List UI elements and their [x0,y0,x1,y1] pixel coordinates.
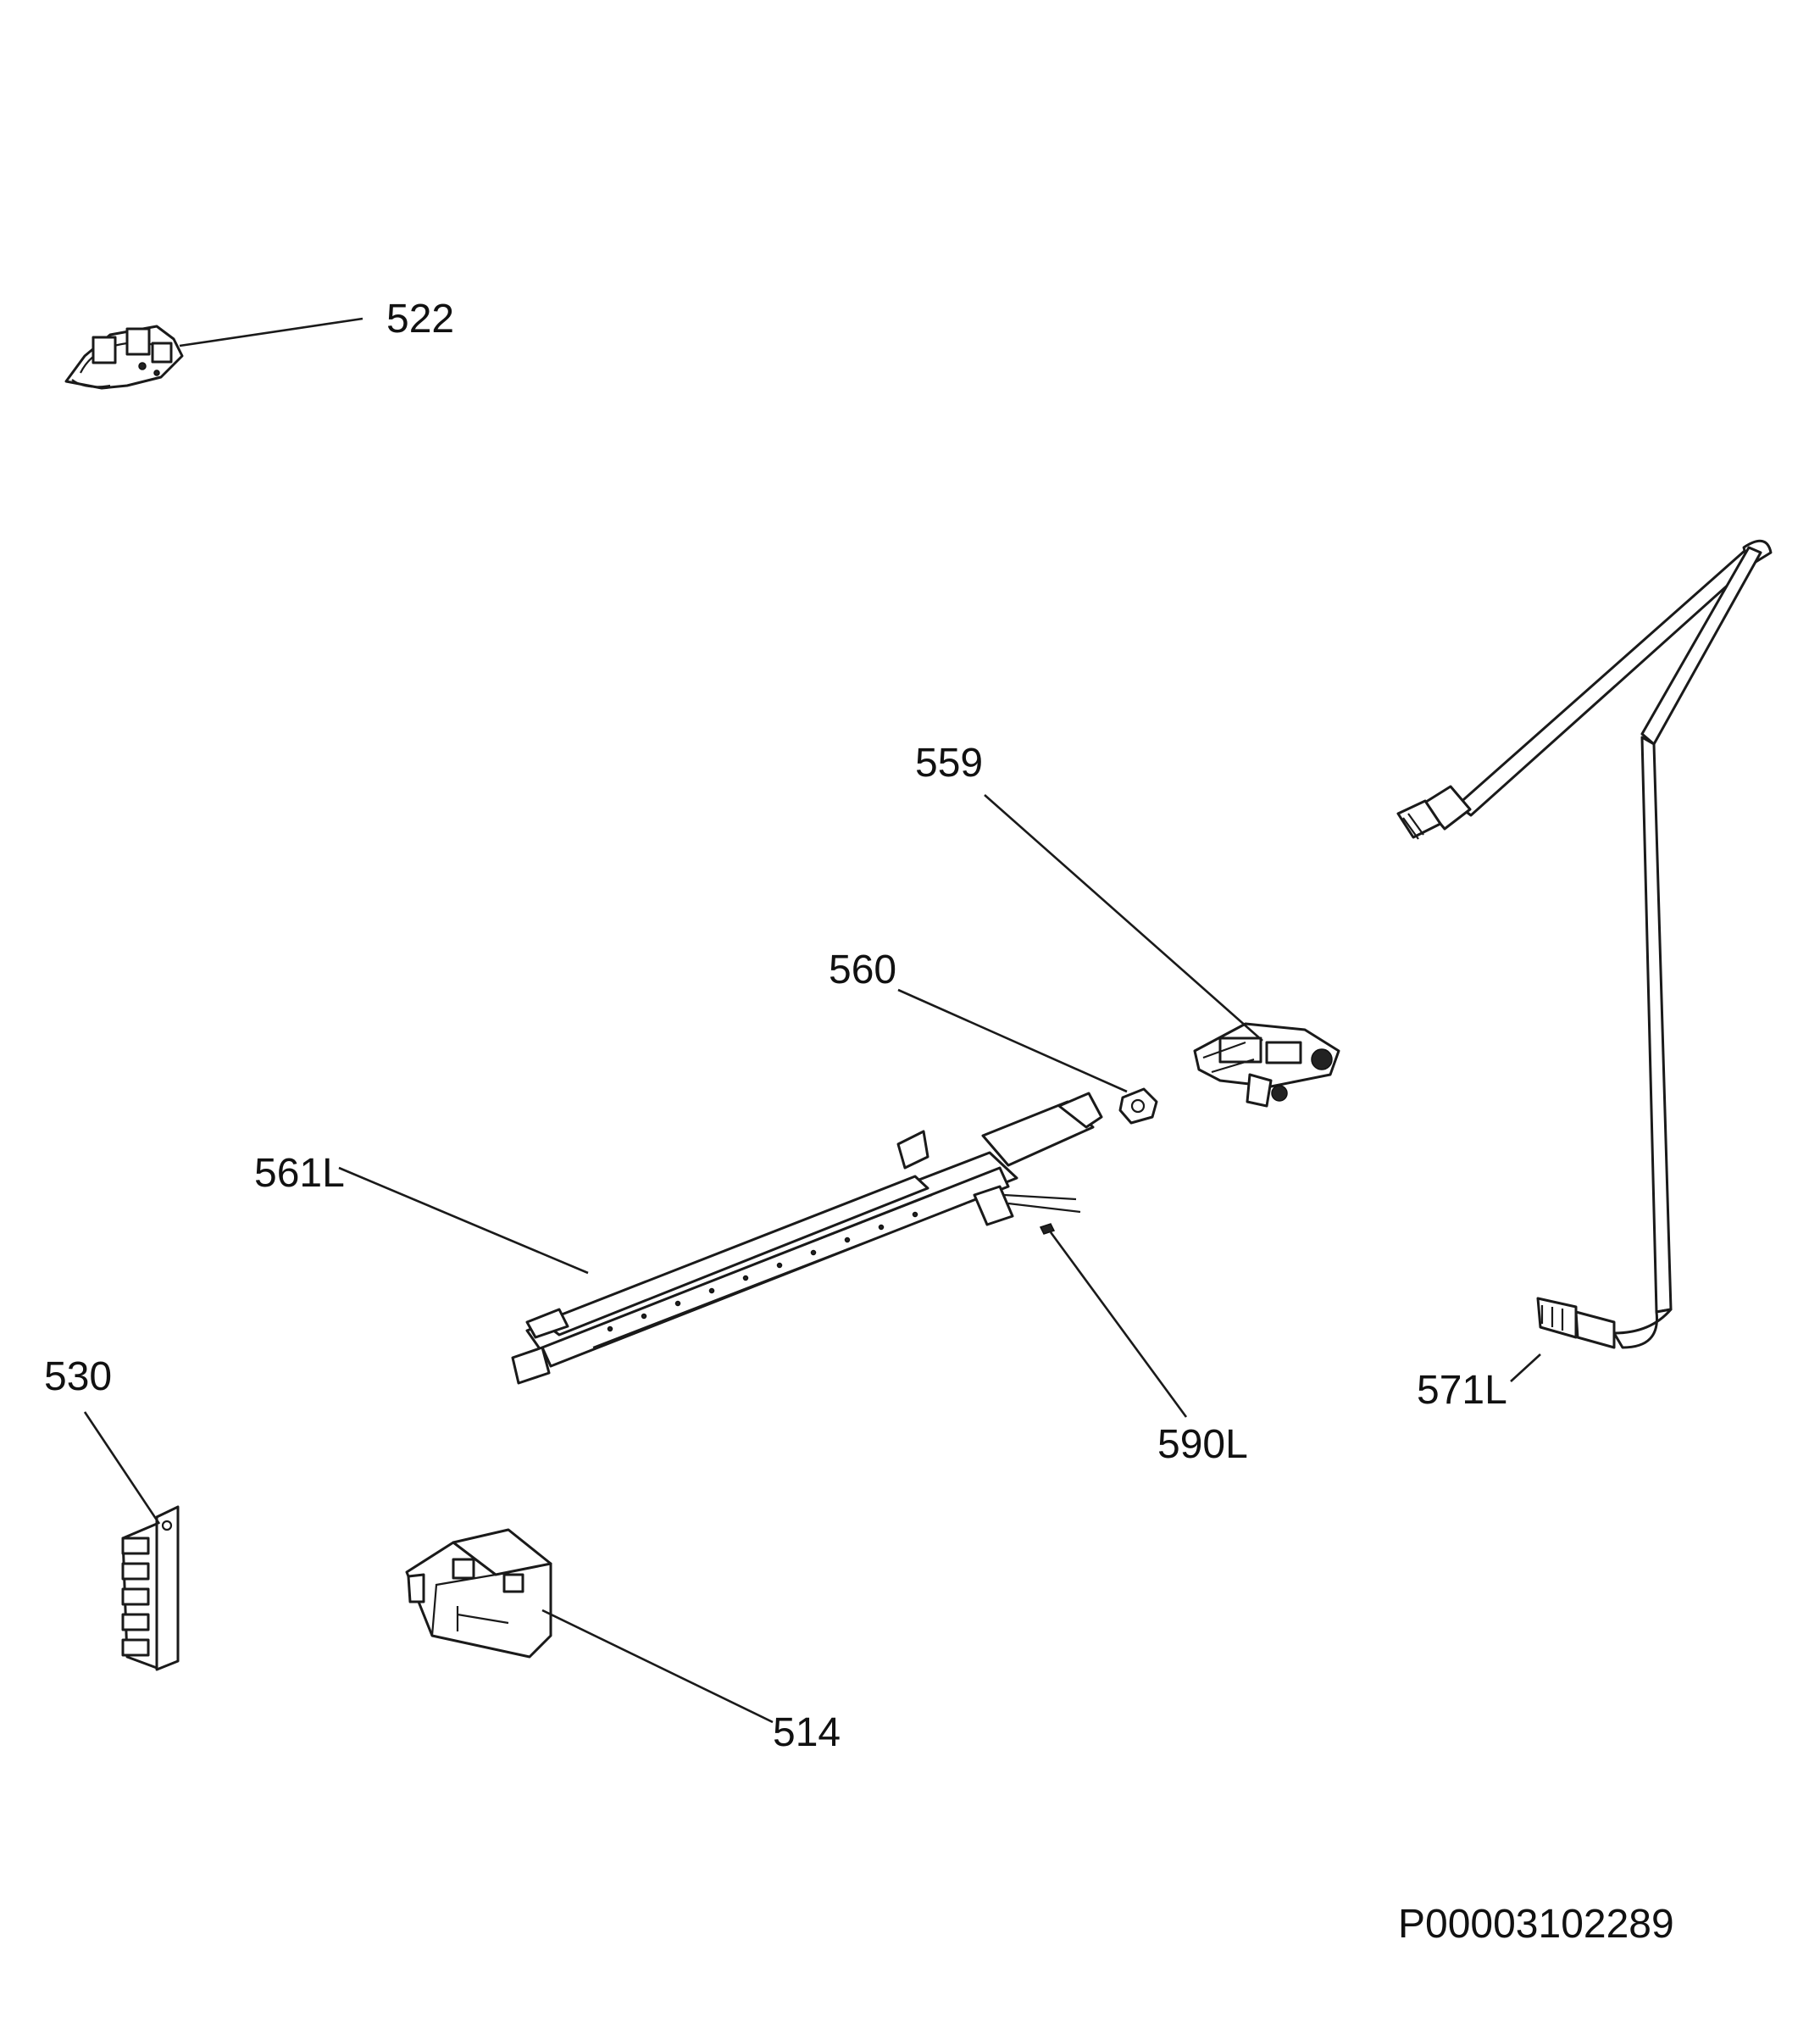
part-561L-burner [511,1092,1103,1385]
part-571L-gas-tube [1396,539,1773,1349]
burner-port-dots [607,1211,918,1332]
leader-561L [338,1166,589,1275]
leader-514 [541,1609,774,1724]
leader-560 [897,988,1128,1093]
part-560-nozzle [1118,1087,1158,1125]
part-590L-screw [1039,1223,1056,1235]
callout-571L: 571L [1417,1368,1507,1413]
document-id: P00003102289 [1398,1902,1674,1947]
callout-514: 514 [773,1710,841,1755]
callout-522: 522 [386,297,454,342]
leader-590L [1049,1231,1188,1418]
part-522-clip [64,325,184,390]
part-559-valve-holder [1193,1022,1340,1108]
leader-559 [984,794,1263,1042]
leader-530 [83,1411,161,1525]
callout-559: 559 [915,741,983,786]
callout-530: 530 [44,1354,112,1399]
callout-561L: 561L [254,1151,345,1196]
leader-522 [179,317,363,347]
callout-560: 560 [829,948,896,992]
part-514-module-housing [405,1528,552,1659]
part-530-terminal-block [121,1505,180,1671]
leader-571L [1510,1353,1541,1382]
callout-590L: 590L [1157,1422,1248,1467]
